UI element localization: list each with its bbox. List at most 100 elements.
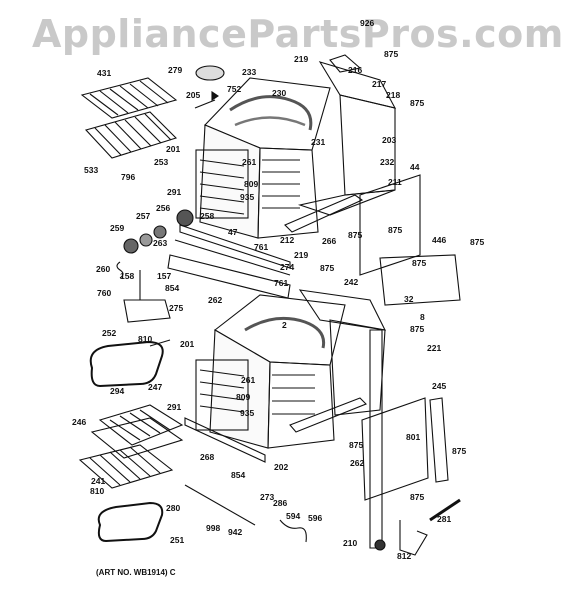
part-label-246: 246 bbox=[72, 417, 86, 427]
part-label-854: 854 bbox=[165, 283, 179, 293]
part-label-202: 202 bbox=[274, 462, 288, 472]
upper-oven-cavity bbox=[195, 77, 331, 239]
part-label-212: 212 bbox=[280, 235, 294, 245]
part-label-256: 256 bbox=[156, 203, 170, 213]
part-label-801: 801 bbox=[406, 432, 420, 442]
part-label-261: 261 bbox=[241, 375, 255, 385]
part-label-875: 875 bbox=[470, 237, 484, 247]
art-number: (ART NO. WB1914) C bbox=[96, 568, 176, 577]
part-label-44: 44 bbox=[410, 162, 420, 172]
part-label-875: 875 bbox=[349, 440, 363, 450]
part-label-231: 231 bbox=[311, 137, 325, 147]
part-label-875: 875 bbox=[320, 263, 334, 273]
broiler-pan-247 bbox=[98, 404, 184, 446]
part-label-809: 809 bbox=[236, 392, 250, 402]
part-label-221: 221 bbox=[427, 343, 441, 353]
part-label-268: 268 bbox=[200, 452, 214, 462]
part-label-875: 875 bbox=[388, 225, 402, 235]
part-label-281: 281 bbox=[437, 514, 451, 524]
part-label-998: 998 bbox=[206, 523, 220, 533]
part-label-245: 245 bbox=[432, 381, 446, 391]
watermark: AppliancePartsPros.com bbox=[32, 12, 562, 56]
part-label-210: 210 bbox=[343, 538, 357, 548]
part-260 bbox=[116, 261, 124, 279]
part-210 bbox=[374, 539, 386, 551]
part-label-875: 875 bbox=[384, 49, 398, 59]
part-label-201: 201 bbox=[166, 144, 180, 154]
part-label-752: 752 bbox=[227, 84, 241, 94]
part-label-261: 261 bbox=[242, 157, 256, 167]
part-label-158: 158 bbox=[120, 271, 134, 281]
part-label-594: 594 bbox=[286, 511, 300, 521]
part-label-761: 761 bbox=[274, 278, 288, 288]
part-label-219: 219 bbox=[294, 54, 308, 64]
tray-246 bbox=[90, 417, 184, 459]
part-label-875: 875 bbox=[412, 258, 426, 268]
part-label-935: 935 bbox=[240, 192, 254, 202]
part-label-810: 810 bbox=[90, 486, 104, 496]
part-label-273: 273 bbox=[260, 492, 274, 502]
bracket-281 bbox=[399, 520, 428, 556]
part-label-262: 262 bbox=[208, 295, 222, 305]
part-label-935: 935 bbox=[240, 408, 254, 418]
bracket-446 bbox=[379, 254, 461, 306]
part-label-809: 809 bbox=[244, 179, 258, 189]
part-label-875: 875 bbox=[410, 324, 424, 334]
part-275 bbox=[123, 299, 171, 323]
part-label-266: 266 bbox=[322, 236, 336, 246]
part-label-875: 875 bbox=[410, 492, 424, 502]
vent-lower bbox=[289, 397, 367, 433]
panel-262 bbox=[361, 397, 429, 501]
drawing-lines bbox=[78, 54, 461, 556]
part-label-2: 2 bbox=[282, 320, 287, 330]
part-label-242: 242 bbox=[344, 277, 358, 287]
strip-245 bbox=[429, 397, 449, 483]
part-label-596: 596 bbox=[308, 513, 322, 523]
part-label-259: 259 bbox=[110, 223, 124, 233]
part-label-157: 157 bbox=[157, 271, 171, 281]
part-label-446: 446 bbox=[432, 235, 446, 245]
part-label-291: 291 bbox=[167, 187, 181, 197]
part-label-8: 8 bbox=[420, 312, 425, 322]
part-label-761: 761 bbox=[254, 242, 268, 252]
part-label-854: 854 bbox=[231, 470, 245, 480]
part-label-247: 247 bbox=[148, 382, 162, 392]
wire-594 bbox=[279, 519, 307, 543]
part-label-812: 812 bbox=[397, 551, 411, 561]
part-label-533: 533 bbox=[84, 165, 98, 175]
part-label-279: 279 bbox=[168, 65, 182, 75]
part-label-251: 251 bbox=[170, 535, 184, 545]
part-label-47: 47 bbox=[228, 227, 238, 237]
part-label-232: 232 bbox=[380, 157, 394, 167]
part-label-219: 219 bbox=[294, 250, 308, 260]
part-label-253: 253 bbox=[154, 157, 168, 167]
panel-211 bbox=[359, 174, 421, 276]
part-label-875: 875 bbox=[410, 98, 424, 108]
broil-element-251 bbox=[97, 501, 164, 543]
part-label-875: 875 bbox=[452, 446, 466, 456]
part-label-291: 291 bbox=[167, 402, 181, 412]
part-label-294: 294 bbox=[110, 386, 124, 396]
part-label-211: 211 bbox=[388, 177, 402, 187]
part-label-875: 875 bbox=[348, 230, 362, 240]
part-label-926: 926 bbox=[360, 18, 374, 28]
channel-221 bbox=[369, 329, 383, 549]
part-label-280: 280 bbox=[166, 503, 180, 513]
part-label-275: 275 bbox=[169, 303, 183, 313]
part-label-218: 218 bbox=[386, 90, 400, 100]
part-label-201: 201 bbox=[180, 339, 194, 349]
part-258 bbox=[176, 209, 194, 227]
part-label-32: 32 bbox=[404, 294, 414, 304]
part-label-258: 258 bbox=[200, 211, 214, 221]
part-label-205: 205 bbox=[186, 90, 200, 100]
part-label-262: 262 bbox=[350, 458, 364, 468]
rail-268 bbox=[184, 417, 266, 463]
probe-280 bbox=[184, 484, 256, 526]
part-label-760: 760 bbox=[97, 288, 111, 298]
part-label-274: 274 bbox=[280, 262, 294, 272]
part-259 bbox=[123, 238, 139, 254]
part-label-203: 203 bbox=[382, 135, 396, 145]
part-label-217: 217 bbox=[372, 79, 386, 89]
part-label-286: 286 bbox=[273, 498, 287, 508]
